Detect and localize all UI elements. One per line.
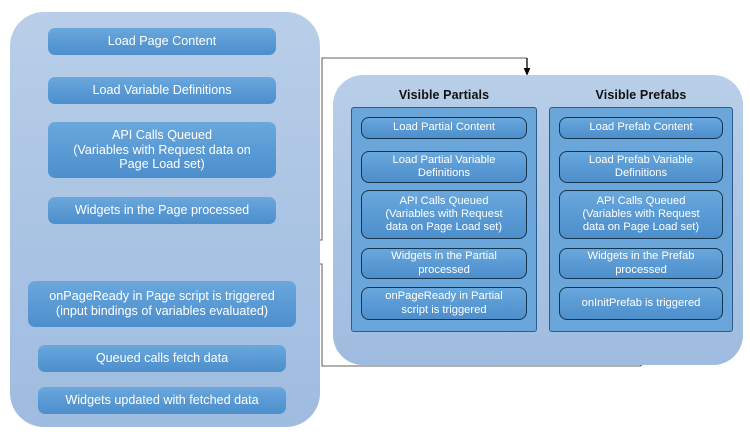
- node-widgets-updated-with-fetched-data[interactable]: Widgets updated with fetched data: [38, 387, 286, 414]
- node-widgets-in-partial-processed[interactable]: Widgets in the Partial processed: [361, 248, 527, 279]
- node-load-prefab-variable-definitions[interactable]: Load Prefab Variable Definitions: [559, 151, 723, 183]
- node-widgets-in-page-processed[interactable]: Widgets in the Page processed: [48, 197, 276, 224]
- node-onpageready-page-script[interactable]: onPageReady in Page script is triggered …: [28, 281, 296, 327]
- node-queued-calls-fetch-data[interactable]: Queued calls fetch data: [38, 345, 286, 372]
- node-load-variable-definitions[interactable]: Load Variable Definitions: [48, 77, 276, 104]
- node-load-prefab-content[interactable]: Load Prefab Content: [559, 117, 723, 139]
- node-onpageready-partial-script[interactable]: onPageReady in Partial script is trigger…: [361, 287, 527, 320]
- node-partial-api-calls-queued[interactable]: API Calls Queued (Variables with Request…: [361, 190, 527, 239]
- node-load-partial-content[interactable]: Load Partial Content: [361, 117, 527, 139]
- partials-group-title: Visible Partials: [398, 88, 490, 102]
- node-load-partial-variable-definitions[interactable]: Load Partial Variable Definitions: [361, 151, 527, 183]
- node-prefab-api-calls-queued[interactable]: API Calls Queued (Variables with Request…: [559, 190, 723, 239]
- node-widgets-in-prefab-processed[interactable]: Widgets in the Prefab processed: [559, 248, 723, 279]
- node-oninitprefab-triggered[interactable]: onInitPrefab is triggered: [559, 287, 723, 320]
- node-load-page-content[interactable]: Load Page Content: [48, 28, 276, 55]
- prefabs-group-title: Visible Prefabs: [595, 88, 687, 102]
- node-api-calls-queued[interactable]: API Calls Queued (Variables with Request…: [48, 122, 276, 178]
